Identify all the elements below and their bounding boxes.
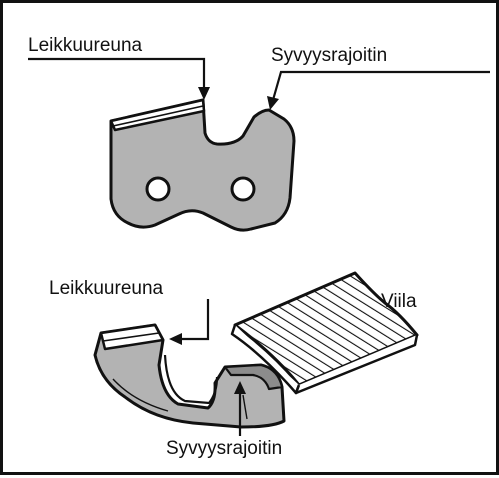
bottom-depth-gauge-label: Syvyysrajoitin xyxy=(166,438,283,459)
file-label: Viila xyxy=(381,291,417,312)
bottom-depth-gauge-block xyxy=(223,363,284,391)
bottom-chain-cutter xyxy=(93,323,286,429)
file-body xyxy=(233,271,419,387)
file-tool xyxy=(230,271,419,395)
top-cutting-edge-pointer xyxy=(28,57,210,100)
top-cutter-plate xyxy=(109,98,206,132)
top-depth-gauge-pointer xyxy=(267,70,490,110)
bottom-cutting-edge-label: Leikkuureuna xyxy=(49,278,164,299)
top-rivet-hole-left xyxy=(145,176,171,202)
top-rivet-hole-right xyxy=(230,176,256,202)
top-cutting-edge-label: Leikkuureuna xyxy=(28,35,143,56)
diagram-artwork xyxy=(28,57,490,436)
bottom-cutting-edge-pointer xyxy=(169,299,210,345)
bottom-depth-gauge-pointer xyxy=(234,381,246,436)
top-chain-cutter xyxy=(109,98,296,232)
top-depth-gauge-label: Syvyysrajoitin xyxy=(271,45,388,66)
